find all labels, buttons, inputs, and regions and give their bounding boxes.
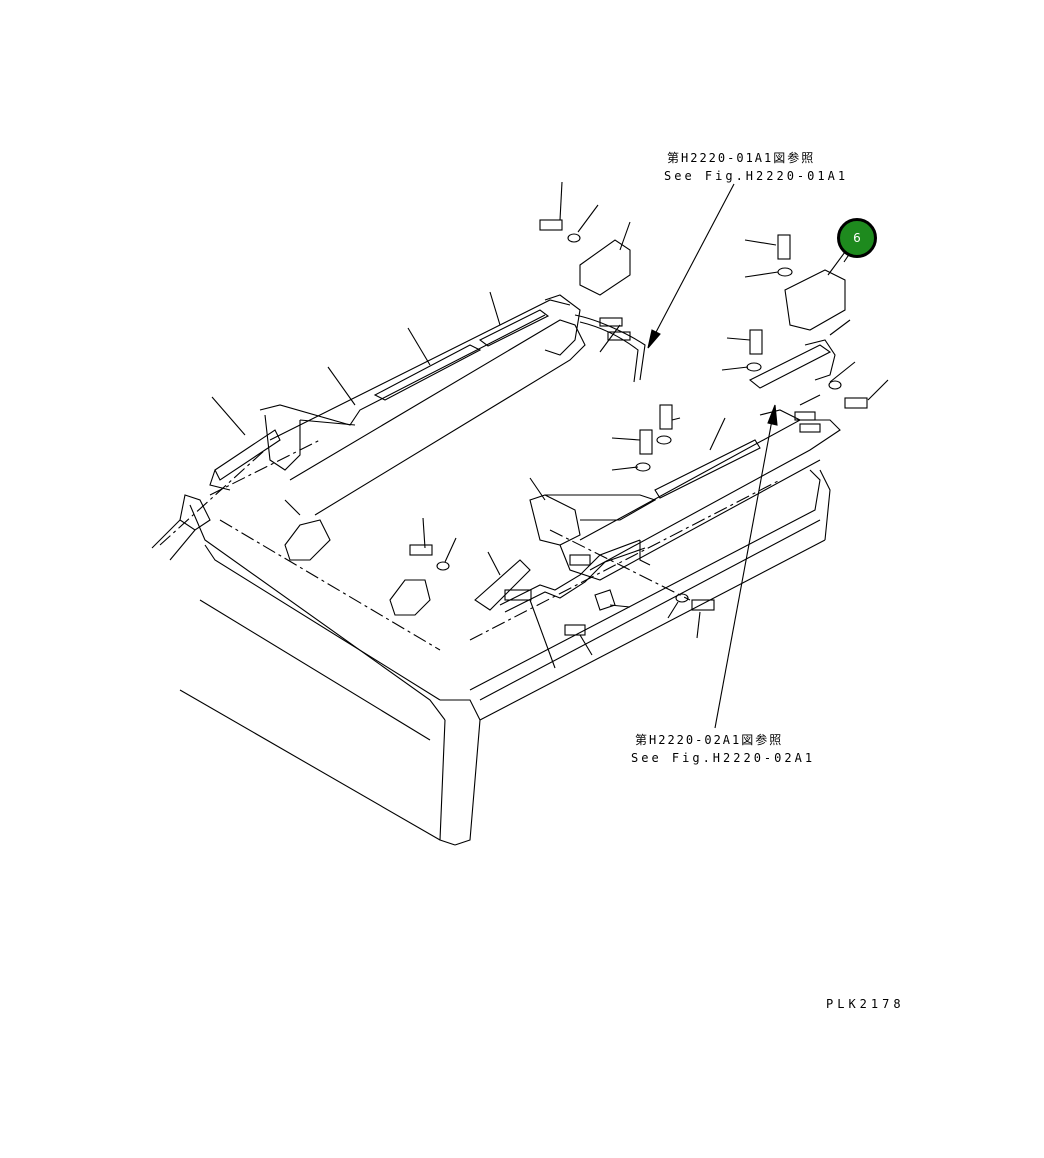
left-frame-arm	[179, 294, 586, 531]
hoses	[499, 314, 801, 613]
reference-bottom-jp: 第H2220-02A1図参照	[635, 733, 784, 747]
reference-arrows	[647, 183, 778, 729]
centre-lines	[159, 439, 781, 651]
reference-bottom-en: See Fig.H2220-02A1	[631, 751, 816, 765]
blade	[179, 469, 831, 846]
drawing-code: PLK2178	[826, 997, 905, 1011]
leader-lines	[151, 181, 889, 669]
part-callout-number: 6	[853, 231, 861, 245]
part-callout-6[interactable]: 6	[837, 218, 877, 258]
hardware	[284, 219, 868, 636]
right-frame-arm	[529, 339, 841, 581]
reference-top-en: See Fig.H2220-01A1	[664, 169, 849, 183]
reference-top-jp: 第H2220-01A1図参照	[667, 151, 816, 165]
callout-leader	[827, 251, 846, 276]
